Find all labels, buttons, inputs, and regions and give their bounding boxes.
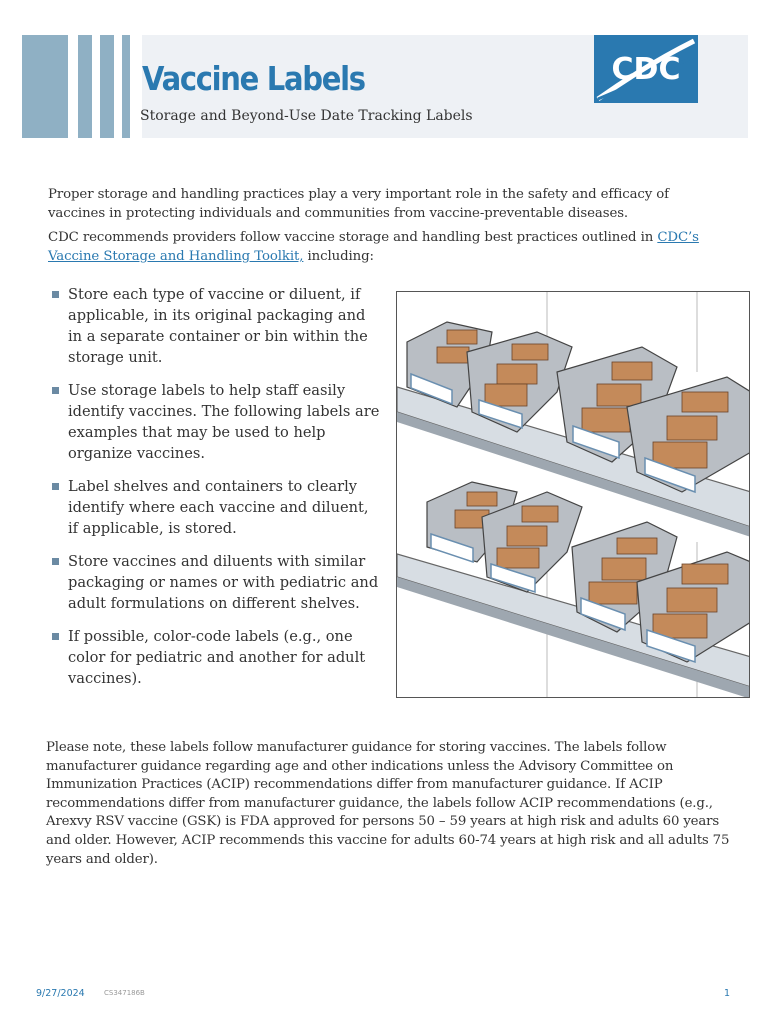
- list-item: Label shelves and containers to clearly …: [52, 476, 382, 539]
- page-subtitle: Storage and Beyond-Use Date Tracking Lab…: [140, 108, 473, 124]
- bin-3: [556, 346, 678, 463]
- page-title: Vaccine Labels: [142, 59, 366, 98]
- footer-date: 9/27/2024: [36, 988, 85, 999]
- shelves-icon: [397, 292, 749, 697]
- intro-paragraph-2: CDC recommends providers follow vaccine …: [48, 228, 728, 266]
- bin-2: [466, 331, 573, 433]
- list-item-text: Label shelves and containers to clearly …: [68, 478, 369, 537]
- square-bullet-icon: [52, 291, 59, 298]
- list-item: Store vaccines and diluents with similar…: [52, 551, 382, 614]
- list-item-text: Use storage labels to help staff easily …: [68, 382, 380, 462]
- list-item: If possible, color-code labels (e.g., on…: [52, 626, 382, 689]
- page-number: 1: [724, 988, 731, 999]
- list-item-text: Store vaccines and diluents with similar…: [68, 553, 379, 612]
- manufacturer-guidance-note: Please note, these labels follow manufac…: [46, 740, 730, 867]
- list-item: Store each type of vaccine or diluent, i…: [52, 284, 382, 368]
- bin-7: [571, 521, 678, 633]
- bin-8: [636, 551, 749, 664]
- square-bullet-icon: [52, 483, 59, 490]
- header-banner: Vaccine Labels Storage and Beyond-Use Da…: [22, 35, 748, 138]
- square-bullet-icon: [52, 633, 59, 640]
- bin-4: [626, 376, 749, 494]
- storage-bins-illustration: [396, 291, 750, 698]
- decorative-stripes: [22, 35, 142, 138]
- intro-paragraph-1: Proper storage and handling practices pl…: [48, 187, 670, 221]
- logo-text: CDC: [612, 52, 681, 87]
- list-item: Use storage labels to help staff easily …: [52, 380, 382, 464]
- bin-5: [426, 481, 518, 564]
- intro-text-end: including:: [303, 249, 375, 264]
- bullet-list: Store each type of vaccine or diluent, i…: [52, 284, 382, 701]
- square-bullet-icon: [52, 558, 59, 565]
- footer-code: CS347186B: [104, 989, 145, 997]
- cdc-logo-icon: CDC: [594, 35, 698, 103]
- list-item-text: Store each type of vaccine or diluent, i…: [68, 286, 368, 366]
- square-bullet-icon: [52, 387, 59, 394]
- intro-text: CDC recommends providers follow vaccine …: [48, 230, 658, 245]
- toolkit-link[interactable]: CDC’s Vaccine Storage and Handling Toolk…: [48, 230, 699, 264]
- bin-6: [481, 491, 583, 594]
- list-item-text: If possible, color-code labels (e.g., on…: [68, 628, 366, 687]
